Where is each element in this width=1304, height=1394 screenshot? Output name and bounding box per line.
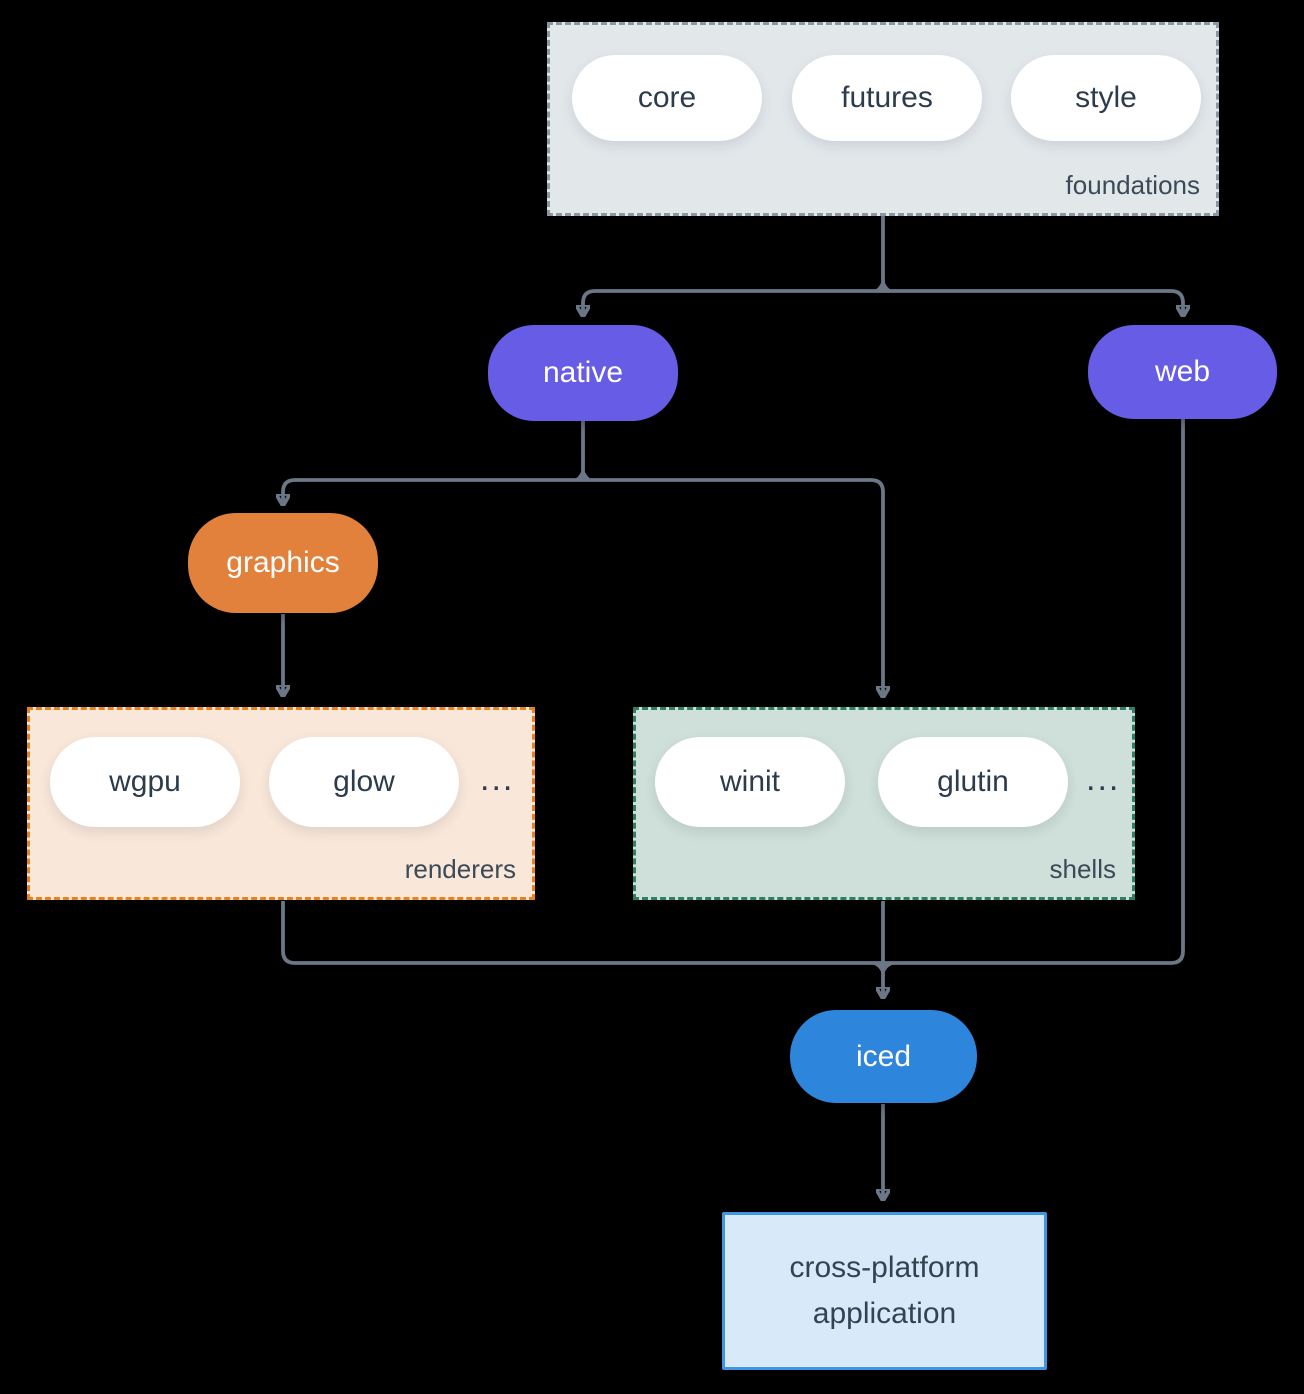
group-label-foundations: foundations (1065, 170, 1200, 200)
group-renderers: wgpu glow ... renderers (27, 707, 535, 900)
node-iced: iced (790, 1010, 977, 1103)
group-shells: winit glutin ... shells (633, 707, 1135, 900)
edge-renderers-merge (281, 901, 883, 965)
app-label-line2: application (812, 1297, 957, 1330)
node-winit: winit (655, 737, 845, 827)
node-cross-platform-application: cross-platform application (722, 1212, 1047, 1370)
node-futures: futures (792, 55, 982, 141)
edge-branch-native-web (583, 289, 1183, 316)
node-core: core (572, 55, 762, 141)
node-style: style (1011, 55, 1201, 141)
node-wgpu: wgpu (50, 737, 240, 827)
edge-branch-graphics-shells (283, 478, 883, 697)
node-web: web (1088, 325, 1277, 419)
shells-ellipsis: ... (1086, 760, 1121, 798)
junction-flare-top (870, 277, 896, 292)
renderers-ellipsis: ... (480, 760, 515, 798)
junction-flare-merge (871, 964, 895, 978)
group-label-renderers: renderers (404, 854, 516, 884)
node-glutin: glutin (878, 737, 1068, 827)
node-graphics: graphics (188, 513, 378, 613)
junction-flare-native (570, 466, 596, 481)
group-foundations: core futures style foundations (547, 22, 1219, 216)
node-native: native (488, 325, 678, 421)
node-glow: glow (269, 737, 459, 827)
app-label-line1: cross-platform (789, 1250, 980, 1284)
group-label-shells: shells (1049, 854, 1116, 884)
